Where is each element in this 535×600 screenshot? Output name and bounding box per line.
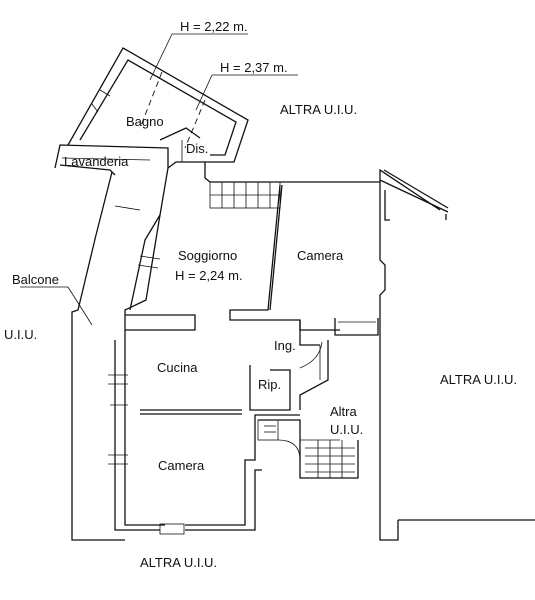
camera-bottom-label: Camera: [158, 458, 205, 473]
balcone-label: Balcone: [12, 272, 59, 287]
rip-label: Rip.: [258, 377, 281, 392]
ing-label: Ing.: [274, 338, 296, 353]
altra-uiu-mid-label-2: U.I.U.: [330, 422, 363, 437]
camera-right-label: Camera: [297, 248, 344, 263]
soggiorno-label: Soggiorno: [178, 248, 237, 263]
dis-label: Dis.: [186, 141, 208, 156]
dis-height-label: H = 2,37 m.: [220, 60, 288, 75]
altra-uiu-right-label: ALTRA U.I.U.: [440, 372, 517, 387]
lavanderia-walls: [54, 144, 169, 176]
cucina-label: Cucina: [157, 360, 198, 375]
bagno-height-label: H = 2,22 m.: [180, 19, 248, 34]
height-leaders: [149, 33, 298, 111]
balcony-outline: [20, 286, 125, 541]
lavanderia-label: Lavanderia: [64, 154, 129, 169]
bagno-block-walls: [67, 47, 249, 178]
altra-uiu-bottom-label: ALTRA U.I.U.: [140, 555, 217, 570]
soggiorno-height-label: H = 2,24 m.: [175, 268, 243, 283]
uiu-left-label: U.I.U.: [4, 327, 37, 342]
altra-uiu-top-label: ALTRA U.I.U.: [280, 102, 357, 117]
main-walls: [77, 161, 449, 541]
neighbor-outline: [383, 169, 535, 521]
altra-uiu-mid-label-1: Altra: [330, 404, 358, 419]
bagno-label: Bagno: [126, 114, 164, 129]
